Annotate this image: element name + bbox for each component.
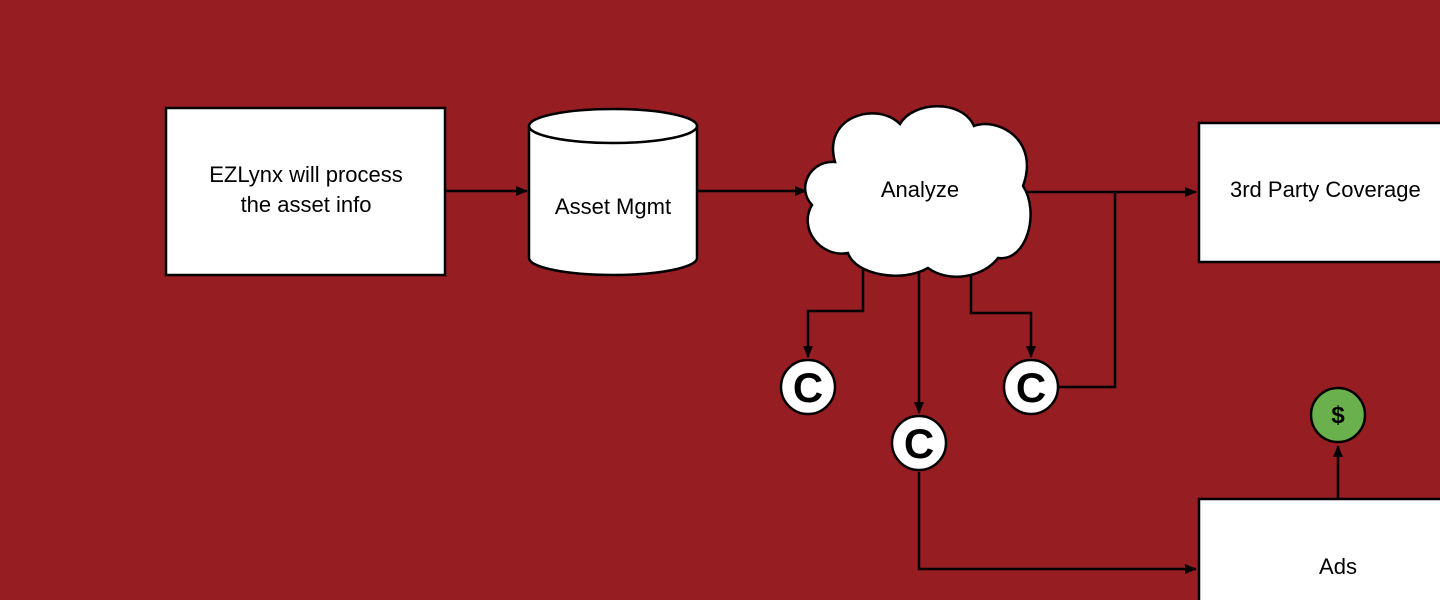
third-party-label: 3rd Party Coverage [1230, 177, 1421, 202]
c-badge-left-text: C [793, 364, 823, 411]
c-badge-right[interactable]: C [1002, 358, 1060, 416]
process-label-line1: EZLynx will process [209, 162, 403, 187]
arrow-analyze-to-c-right [969, 268, 1036, 358]
ads-label: Ads [1319, 554, 1357, 579]
third-party-node[interactable]: 3rd Party Coverage [1197, 121, 1440, 264]
process-label-line2: the asset info [241, 192, 372, 217]
arrow-c-center-to-ads [917, 472, 1197, 574]
c-badge-center[interactable]: C [890, 414, 948, 472]
arrow-analyze-to-c-left [803, 268, 865, 358]
asset-mgmt-label: Asset Mgmt [555, 194, 671, 219]
asset-mgmt-node[interactable]: Asset Mgmt [527, 107, 699, 277]
c-badge-right-text: C [1016, 364, 1046, 411]
c-badge-center-text: C [904, 420, 934, 467]
line-c-right-to-third-party [1059, 192, 1117, 389]
process-node[interactable]: EZLynx will process the asset info [164, 106, 447, 277]
dollar-badge[interactable]: $ [1309, 386, 1367, 444]
analyze-label: Analyze [881, 177, 959, 202]
ads-node[interactable]: Ads [1197, 497, 1440, 600]
cloud-shape [804, 105, 1032, 278]
analyze-node[interactable]: Analyze [804, 105, 1032, 278]
connectors [446, 186, 1343, 574]
c-badge-left[interactable]: C [779, 358, 837, 416]
dollar-badge-text: $ [1331, 402, 1345, 429]
